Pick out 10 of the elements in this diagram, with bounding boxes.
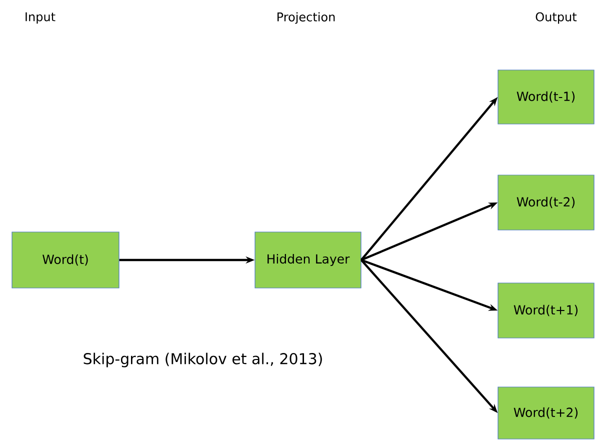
word-box: Hidden Layer	[254, 232, 362, 288]
caption: Skip-gram (Mikolov et al., 2013)	[84, 352, 322, 368]
word-box: Word(t-2)	[498, 174, 594, 230]
word-box: Word(t)	[12, 232, 120, 288]
word-box: Word(t-1)	[498, 70, 594, 124]
column-heading: Projection	[278, 12, 335, 24]
column-heading: Input	[26, 12, 56, 24]
word-box: Word(t+1)	[498, 282, 594, 338]
word-box: Word(t+2)	[498, 386, 594, 440]
column-heading: Output	[536, 12, 577, 24]
